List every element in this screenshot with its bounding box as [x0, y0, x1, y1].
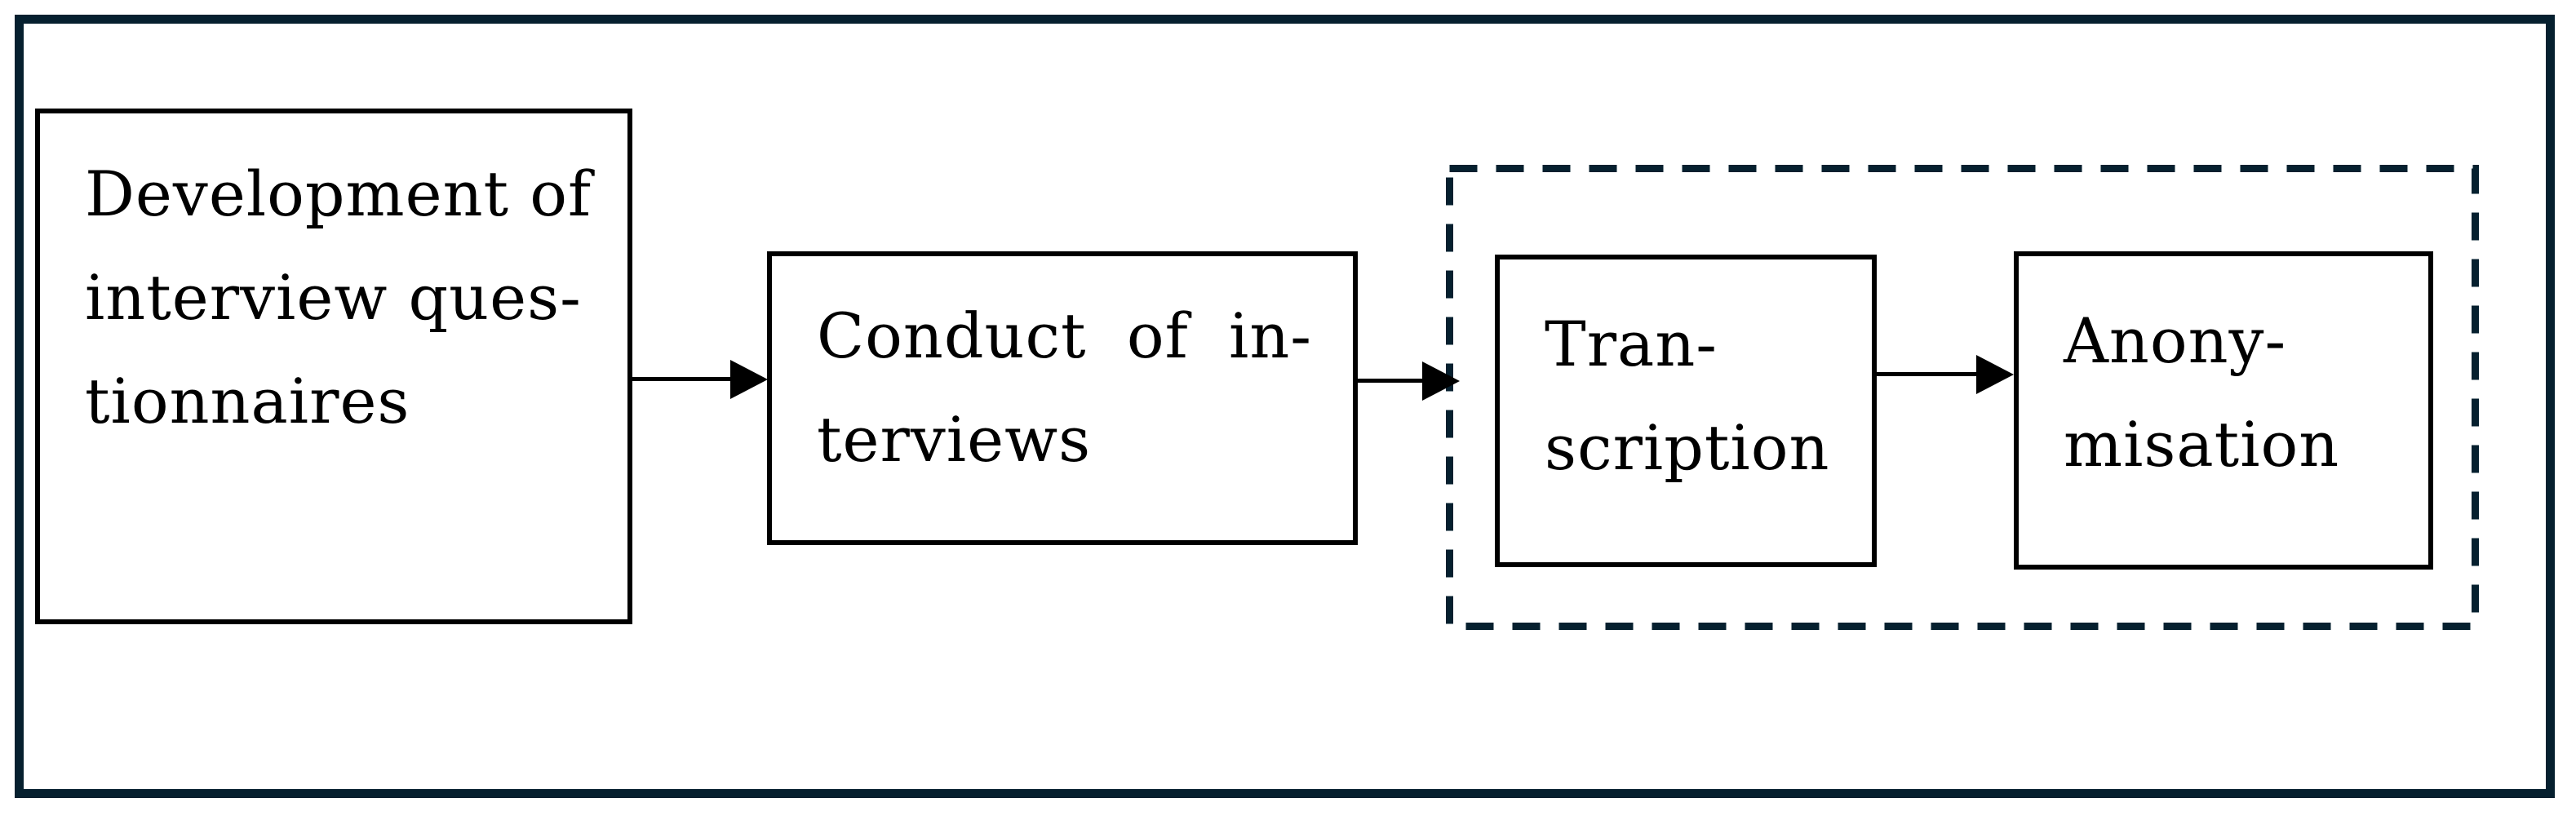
flow-box-transcription: Tran- scription [1495, 255, 1877, 567]
arrow-head-icon [730, 360, 768, 399]
flow-box-development: Development of interview ques- tionnaire… [35, 109, 632, 624]
box-text-line: scription [1545, 411, 1830, 484]
box-text-line: Development of [85, 157, 592, 230]
arrow-head-icon [1976, 355, 2014, 394]
box-text-line: Anony- [2064, 304, 2287, 377]
box-text-line: Conduct of in- [817, 299, 1312, 372]
box-text-line: terviews [817, 403, 1092, 476]
box-text-line: misation [2064, 408, 2340, 481]
arrow-shaft [1877, 372, 1978, 376]
arrow-head-icon [1422, 361, 1460, 401]
dashed-group-outline [1446, 165, 2479, 630]
flow-box-anonymisation: Anony- misation [2014, 251, 2433, 570]
arrow-shaft [632, 377, 732, 381]
box-text-line: interview ques- [85, 261, 582, 334]
outer-frame [15, 15, 2555, 798]
box-text-line: tionnaires [85, 365, 410, 437]
flow-box-conduct: Conduct of in- terviews [767, 251, 1358, 545]
arrow-shaft [1358, 379, 1424, 383]
box-text-line: Tran- [1545, 308, 1718, 380]
